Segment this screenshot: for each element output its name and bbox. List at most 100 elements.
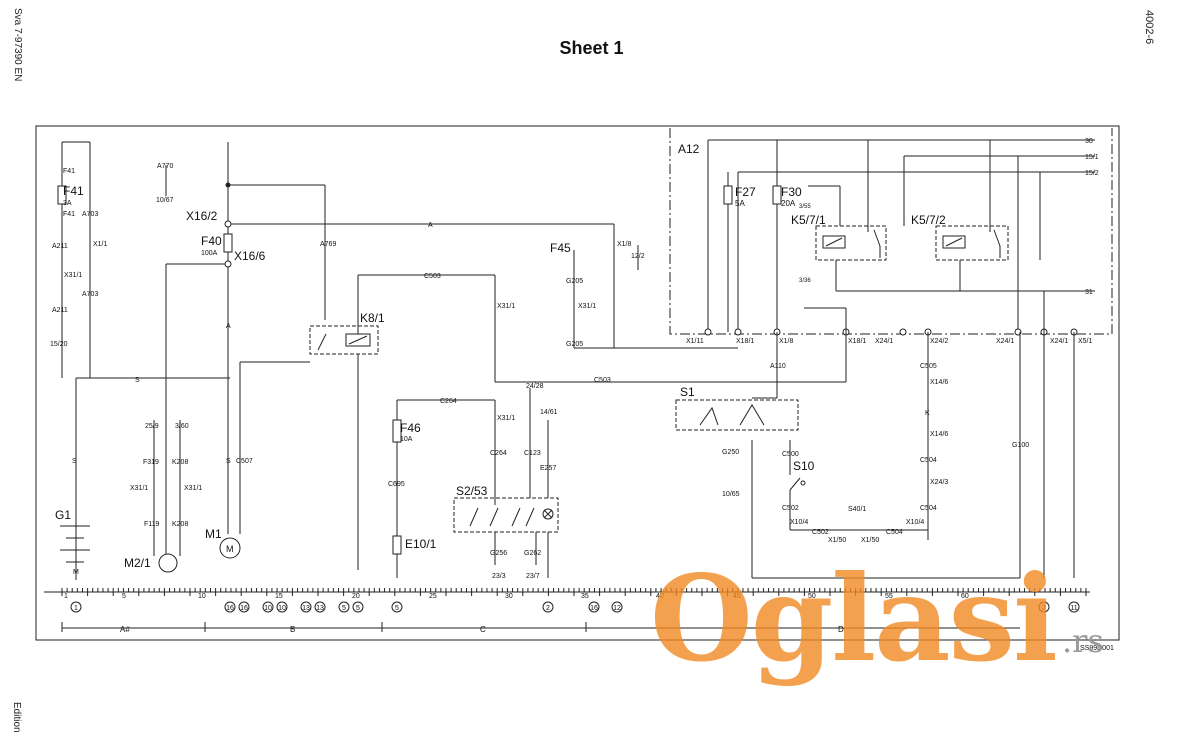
zone-a: A# (120, 625, 130, 634)
ref-24-28: 24/28 (526, 383, 544, 390)
k8-1-label: K8/1 (360, 311, 385, 325)
wire-s-g1: S (72, 458, 77, 465)
ground-ref-label: 1 (74, 605, 78, 612)
zone-d: D (838, 625, 844, 634)
wire-f119: F119 (144, 521, 160, 528)
wire-f319: F319 (143, 459, 159, 466)
ref-12-2: 12/2 (631, 253, 645, 260)
f46-wiring (392, 399, 496, 578)
conn-x1-11: X1/11 (686, 338, 704, 345)
wire-c503-low: C503 (594, 377, 611, 384)
bus-30-label: 30 (1085, 138, 1093, 145)
ground-ref-label: 5 (395, 605, 399, 612)
ref-3-60: 3/60 (175, 423, 189, 430)
relay-k5-7-2 (903, 140, 1041, 332)
wire-k208-top: K208 (172, 459, 188, 466)
ruler-label: 35 (581, 593, 589, 600)
ruler-label: 5 (122, 593, 126, 600)
ref-23-3: 23/3 (492, 573, 506, 580)
ground-ref-label: 10 (278, 605, 286, 612)
ruler-label: 20 (352, 593, 360, 600)
ground-ref-circle (588, 601, 600, 613)
wire-g205-bot: G205 (566, 341, 583, 348)
wire-g205-top: G205 (566, 278, 583, 285)
ground-ref-label: 16 (240, 605, 248, 612)
conn-x31-1-m2a: X31/1 (130, 485, 148, 492)
wire-a110: A110 (770, 363, 786, 370)
wire-a211-bot: A211 (52, 307, 68, 314)
ground-ref-label: 2 (546, 605, 550, 612)
diagram-id: SS99D001 (1080, 645, 1114, 652)
f27-label: F27 (735, 185, 756, 199)
wire-f41-top: F41 (63, 168, 75, 175)
conn-x1-8-f45: X1/8 (617, 241, 632, 248)
ground-ref-circle (611, 601, 623, 613)
switch-s10 (789, 440, 928, 531)
conn-x10-4: X10/4 (790, 519, 808, 526)
x16-2-label: X16/2 (186, 209, 218, 223)
ruler-label: 10 (198, 593, 206, 600)
wire-s-m1: S (226, 458, 231, 465)
ruler-label: 25 (429, 593, 437, 600)
conn-x24-1b: X24/1 (996, 338, 1014, 345)
wire-c504: C504 (920, 457, 937, 464)
x16-6-label: X16/6 (234, 249, 266, 263)
m1-motor-symbol: M (226, 544, 234, 554)
ruler-label: 15 (275, 593, 283, 600)
ground-ref-label: 12 (613, 605, 621, 612)
ground-ref-label: 13 (302, 605, 310, 612)
conn-x18-1b: X18/1 (848, 338, 866, 345)
f30-label: F30 (781, 185, 802, 199)
f45-label: F45 (550, 241, 571, 255)
wire-s-main: S (135, 377, 140, 384)
f45-wiring (573, 224, 639, 349)
m2-1-label: M2/1 (124, 556, 151, 570)
conn-x10-4b: X10/4 (906, 519, 924, 526)
starter-wiring (165, 142, 614, 559)
switch-s2-53 (453, 388, 559, 578)
left-supply-wiring (57, 141, 230, 580)
conn-x1-1: X1/1 (93, 241, 108, 248)
wire-c502: C502 (782, 505, 799, 512)
ground-ref-circle (224, 601, 236, 613)
ref-10-65: 10/65 (722, 491, 740, 498)
ground-ref-circle (238, 601, 250, 613)
wire-a770: A770 (157, 163, 173, 170)
ground-ref-label: 10 (264, 605, 272, 612)
ground-ref-label: 5 (356, 605, 360, 612)
wire-a-top: A (428, 222, 433, 229)
ref-14-61: 14/61 (540, 409, 558, 416)
switch-s1 (675, 397, 799, 431)
ground-ref-circle (300, 601, 312, 613)
wire-c695: C695 (388, 481, 405, 488)
wire-f41-bot: F41 (63, 211, 75, 218)
ref-3-36: 3/36 (799, 278, 811, 284)
zone-c: C (480, 625, 486, 634)
relay-k8-1 (309, 274, 496, 570)
s2-53-label: S2/53 (456, 484, 488, 498)
ground-ref-circle (276, 601, 288, 613)
conn-x5-1: X5/1 (1078, 338, 1093, 345)
wire-a-mid: A (226, 323, 231, 330)
ruler-label: 50 (808, 593, 816, 600)
bus-15-1-label: 15/1 (1085, 154, 1099, 161)
conn-x18-1: X18/1 (736, 338, 754, 345)
ground-ref-label: 16 (590, 605, 598, 612)
ref-25-9: 25/9 (145, 423, 159, 430)
ruler-label: 1 (64, 593, 68, 600)
f40-label: F40 (201, 234, 222, 248)
ground-ref-label: 2 (1042, 605, 1046, 612)
f41-rating: 3A (63, 200, 72, 207)
ruler-label: 45 (733, 593, 741, 600)
a12-box (669, 128, 1113, 335)
f41-label: F41 (63, 184, 84, 198)
sheet-title: Sheet 1 (559, 38, 624, 58)
wire-c503-top: C503 (424, 273, 441, 280)
s10-label: S10 (793, 459, 815, 473)
scale-ruler-ticks (61, 588, 1087, 596)
wire-k208-bot: K208 (172, 521, 188, 528)
wire-c507: C507 (236, 458, 253, 465)
wire-g262: G262 (524, 550, 541, 557)
wire-a703-bot: A703 (82, 291, 98, 298)
